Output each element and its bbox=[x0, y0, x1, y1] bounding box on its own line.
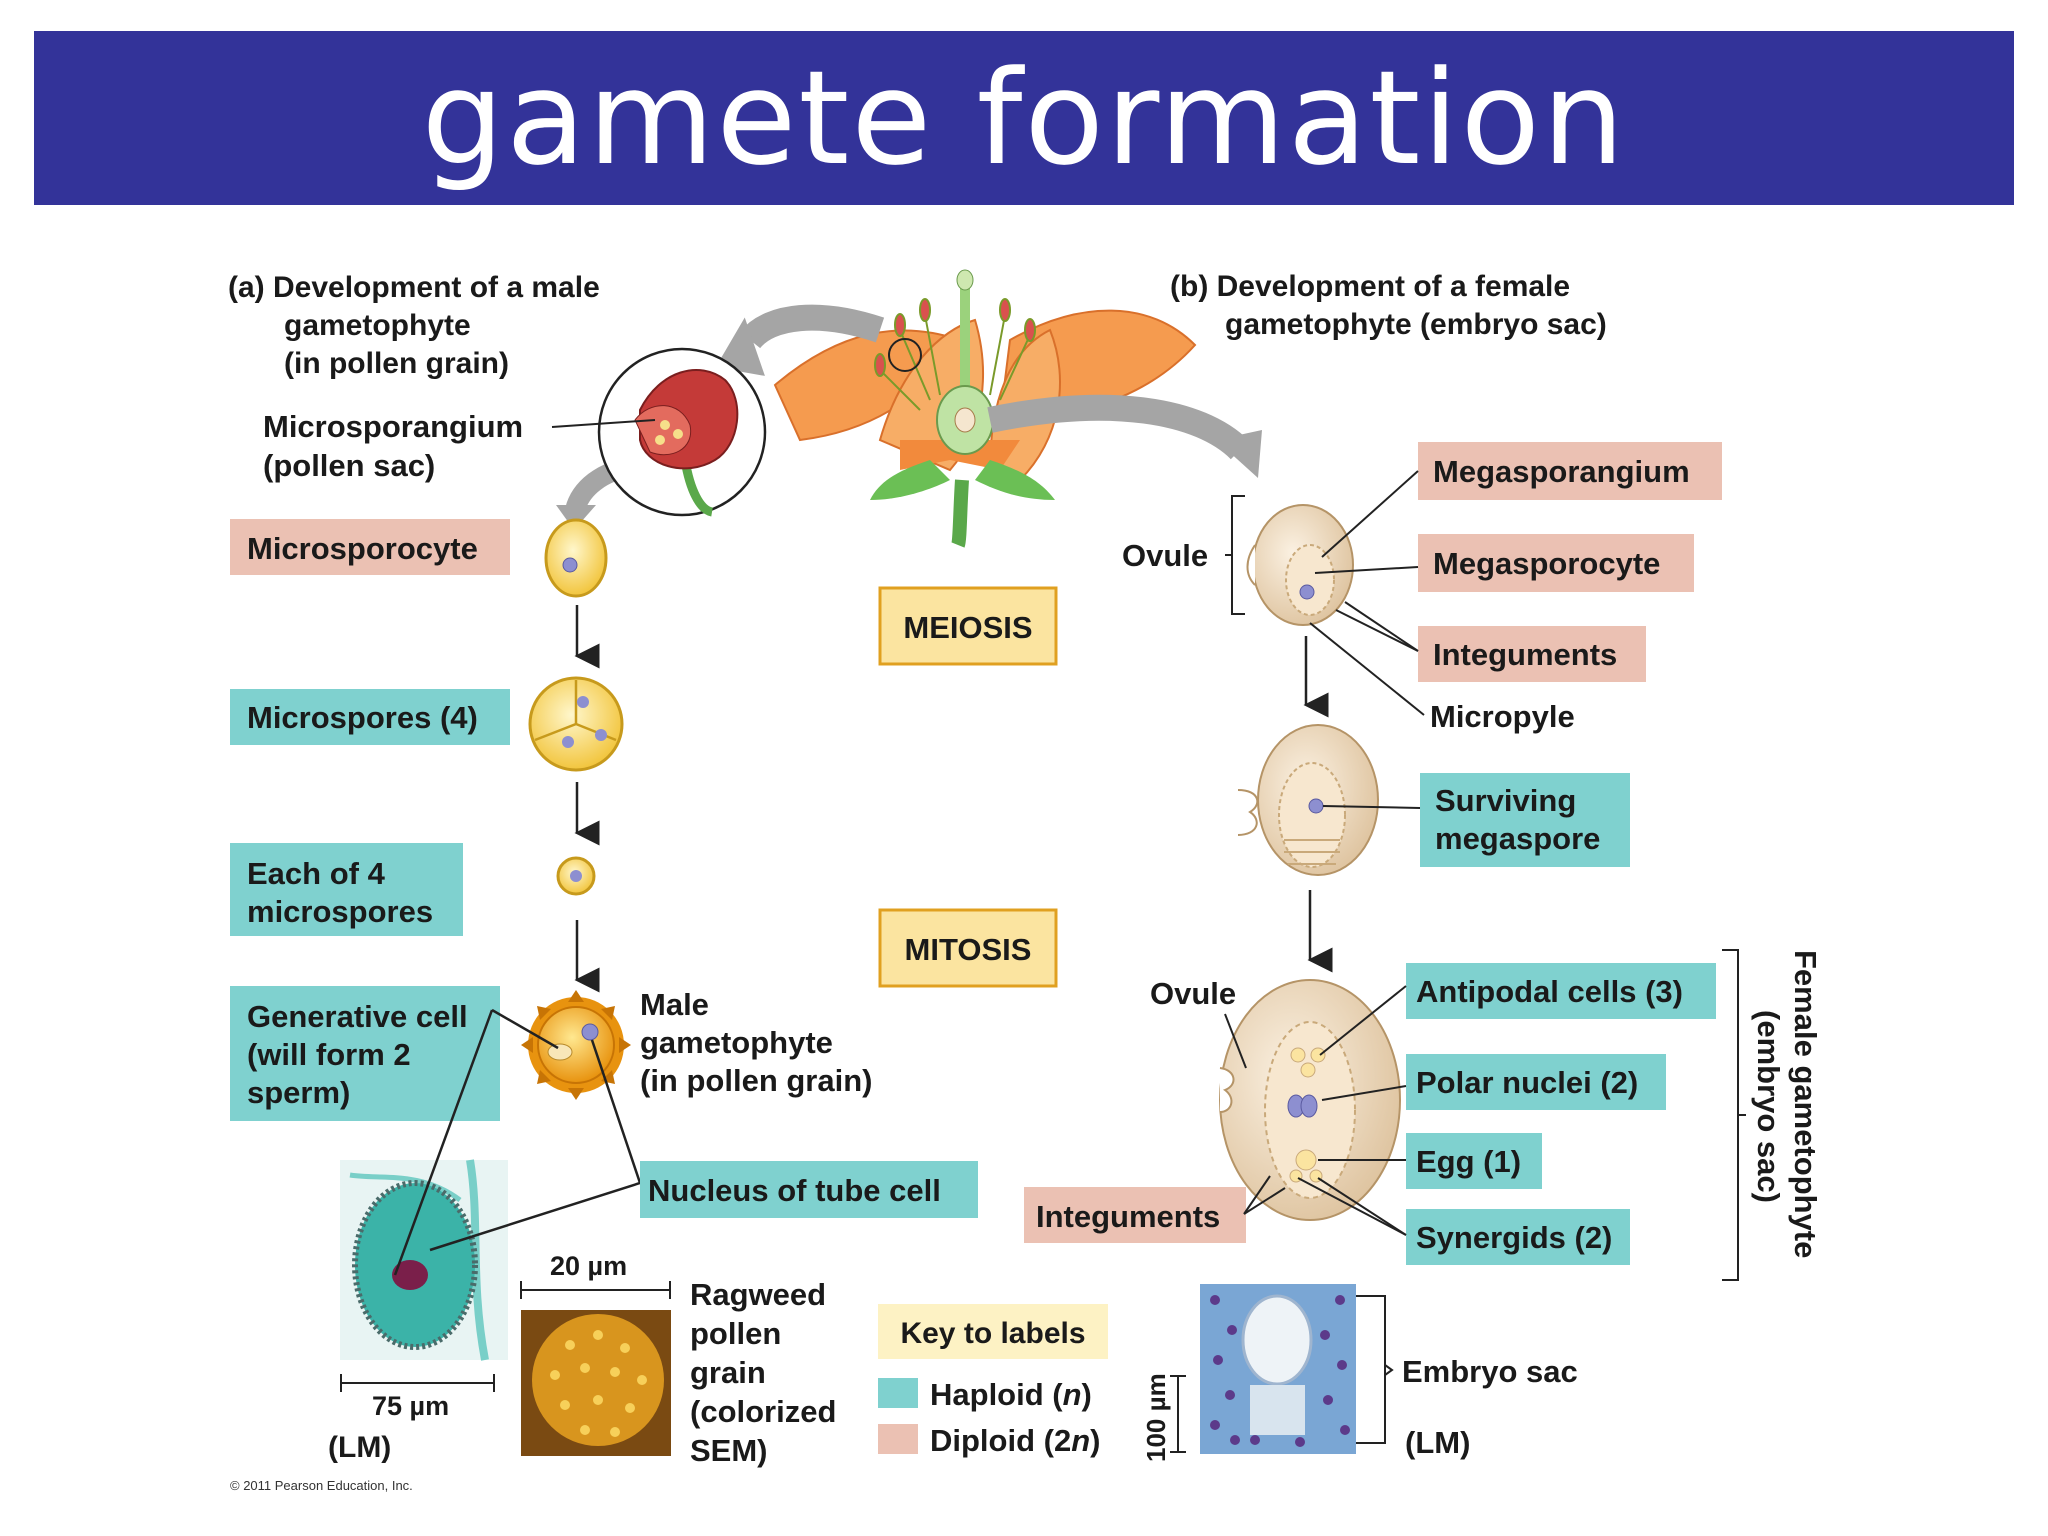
label-embryo-sac: Embryo sac bbox=[1402, 1354, 1578, 1389]
label-mitosis: MITOSIS bbox=[878, 908, 1058, 988]
label-male-gametophyte: Male gametophyte (in pollen grain) bbox=[640, 987, 873, 1098]
key-to-labels: Key to labels Haploid (n) Diploid (2n) bbox=[878, 1304, 1108, 1458]
label-integuments-1: Integuments bbox=[1418, 626, 1646, 682]
svg-text:MITOSIS: MITOSIS bbox=[905, 932, 1032, 967]
svg-text:75 µm: 75 µm bbox=[372, 1391, 449, 1421]
label-each-of-4-microspores: Each of 4 microspores bbox=[230, 843, 463, 936]
label-microsporangium: Microsporangium bbox=[263, 409, 523, 444]
svg-text:Generative cell: Generative cell bbox=[247, 999, 468, 1034]
male-gametophyte-pollen-grain bbox=[521, 990, 631, 1100]
flower-illustration bbox=[773, 269, 1197, 548]
panel-b-heading: (b) Development of a female gametophyte … bbox=[1170, 270, 1607, 341]
copyright: © 2011 Pearson Education, Inc. bbox=[230, 1478, 413, 1493]
svg-text:Egg (1): Egg (1) bbox=[1416, 1144, 1521, 1179]
microsporocyte-cell bbox=[544, 518, 608, 598]
microsporangium-illustration bbox=[597, 347, 767, 517]
svg-text:(b) Development of a female: (b) Development of a female bbox=[1170, 270, 1570, 303]
svg-text:Synergids (2): Synergids (2) bbox=[1416, 1220, 1612, 1255]
svg-text:Surviving: Surviving bbox=[1435, 783, 1576, 818]
female-gametophyte-bracket bbox=[1722, 949, 1746, 1281]
label-ovule-1: Ovule bbox=[1122, 538, 1208, 573]
svg-text:gametophyte: gametophyte bbox=[284, 309, 471, 342]
svg-text:20 µm: 20 µm bbox=[550, 1251, 627, 1281]
label-microsporocyte: Microsporocyte bbox=[230, 519, 510, 575]
svg-text:Microsporocyte: Microsporocyte bbox=[247, 531, 478, 566]
label-synergids: Synergids (2) bbox=[1406, 1209, 1630, 1265]
svg-text:Integuments: Integuments bbox=[1036, 1199, 1220, 1234]
svg-text:Megasporangium: Megasporangium bbox=[1433, 454, 1690, 489]
pollen-lm-micrograph bbox=[340, 1159, 508, 1361]
svg-text:grain: grain bbox=[690, 1355, 766, 1390]
label-antipodal-cells: Antipodal cells (3) bbox=[1406, 963, 1716, 1019]
arrow-to-microsporangium bbox=[739, 304, 885, 349]
svg-text:(a) Development of a male: (a) Development of a male bbox=[228, 271, 600, 304]
ragweed-sem-image bbox=[521, 1310, 671, 1456]
svg-text:Microspores (4): Microspores (4) bbox=[247, 700, 478, 735]
svg-text:gametophyte: gametophyte bbox=[640, 1025, 833, 1060]
svg-text:(in pollen grain): (in pollen grain) bbox=[640, 1063, 873, 1098]
label-integuments-2: Integuments bbox=[1024, 1187, 1246, 1243]
label-megasporangium: Megasporangium bbox=[1418, 442, 1722, 500]
label-polar-nuclei: Polar nuclei (2) bbox=[1406, 1054, 1666, 1110]
svg-text:gametophyte (embryo sac): gametophyte (embryo sac) bbox=[1225, 308, 1607, 341]
scale-bar-75: 75 µm bbox=[340, 1374, 495, 1421]
svg-text:Each of 4: Each of 4 bbox=[247, 856, 386, 891]
svg-text:microspores: microspores bbox=[247, 894, 433, 929]
svg-text:Polar nuclei (2): Polar nuclei (2) bbox=[1416, 1065, 1638, 1100]
label-nucleus-of-tube-cell: Nucleus of tube cell bbox=[640, 1161, 978, 1218]
svg-text:sperm): sperm) bbox=[247, 1075, 350, 1110]
ovule-surviving-megaspore-illustration bbox=[1237, 724, 1379, 876]
svg-text:Nucleus of tube cell: Nucleus of tube cell bbox=[648, 1173, 941, 1208]
embryo-sac-lm-micrograph bbox=[1200, 1284, 1356, 1454]
label-megasporocyte: Megasporocyte bbox=[1418, 534, 1694, 592]
svg-text:pollen: pollen bbox=[690, 1316, 781, 1351]
label-micropyle: Micropyle bbox=[1430, 699, 1575, 734]
page-title: gamete formation bbox=[421, 42, 1627, 194]
panel-a-heading: (a) Development of a male gametophyte (i… bbox=[228, 271, 600, 380]
svg-text:Female gametophyte: Female gametophyte bbox=[1788, 950, 1823, 1258]
svg-text:100 µm: 100 µm bbox=[1141, 1373, 1171, 1462]
title-bar: gamete formation bbox=[34, 31, 2014, 205]
microspore-tetrad bbox=[528, 676, 624, 772]
ovule-megasporocyte-illustration bbox=[1246, 504, 1354, 626]
scale-bar-20: 20 µm bbox=[520, 1251, 671, 1299]
label-ragweed-pollen-grain: Ragweed pollen grain (colorized SEM) bbox=[690, 1277, 836, 1468]
svg-text:Integuments: Integuments bbox=[1433, 637, 1617, 672]
svg-text:Haploid (n): Haploid (n) bbox=[930, 1377, 1092, 1412]
svg-text:MEIOSIS: MEIOSIS bbox=[903, 610, 1032, 645]
label-meiosis: MEIOSIS bbox=[878, 586, 1058, 666]
label-egg: Egg (1) bbox=[1406, 1133, 1542, 1189]
label-lm-a: (LM) bbox=[328, 1431, 391, 1464]
label-microspores: Microspores (4) bbox=[230, 689, 510, 745]
label-generative-cell: Generative cell (will form 2 sperm) bbox=[230, 986, 500, 1121]
svg-text:megaspore: megaspore bbox=[1435, 821, 1600, 856]
svg-text:SEM): SEM) bbox=[690, 1433, 768, 1468]
scale-bar-100: 100 µm bbox=[1141, 1373, 1186, 1462]
label-lm-b: (LM) bbox=[1405, 1425, 1470, 1460]
label-female-gametophyte: Female gametophyte (embryo sac) bbox=[1751, 950, 1823, 1258]
label-surviving-megaspore: Surviving megaspore bbox=[1420, 773, 1630, 867]
label-pollen-sac: (pollen sac) bbox=[263, 448, 435, 483]
svg-text:(in pollen grain): (in pollen grain) bbox=[284, 347, 509, 380]
svg-text:Diploid (2n): Diploid (2n) bbox=[930, 1423, 1100, 1458]
svg-text:(embryo sac): (embryo sac) bbox=[1751, 1010, 1786, 1203]
single-microspore bbox=[556, 856, 596, 896]
svg-text:Male: Male bbox=[640, 987, 709, 1022]
svg-text:Key to labels: Key to labels bbox=[900, 1317, 1085, 1350]
svg-text:Megasporocyte: Megasporocyte bbox=[1433, 546, 1660, 581]
svg-text:Antipodal cells (3): Antipodal cells (3) bbox=[1416, 974, 1683, 1009]
label-ovule-2: Ovule bbox=[1150, 976, 1236, 1011]
arrow-to-ovule bbox=[987, 394, 1250, 460]
svg-text:(colorized: (colorized bbox=[690, 1394, 836, 1429]
svg-text:Ragweed: Ragweed bbox=[690, 1277, 826, 1312]
svg-text:(will form 2: (will form 2 bbox=[247, 1037, 411, 1072]
